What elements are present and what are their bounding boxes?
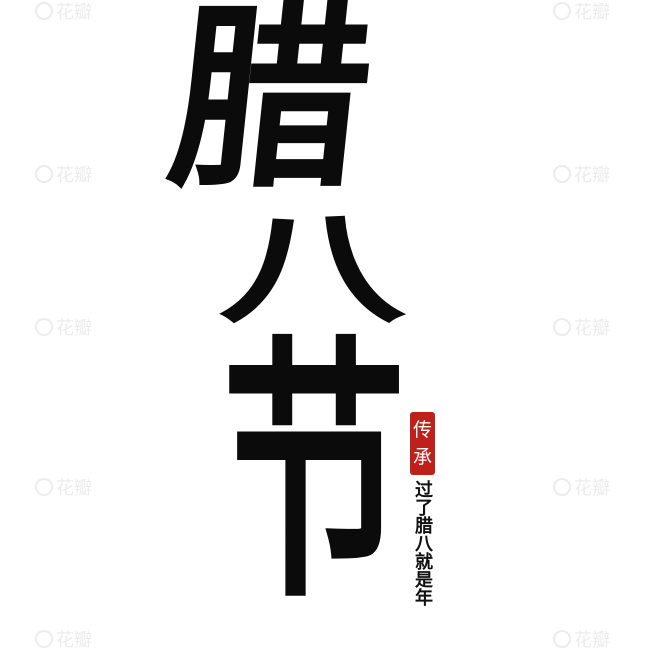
red-seal-stamp: 传 承 — [410, 412, 435, 475]
watermark-logo-icon — [35, 165, 53, 183]
watermark-logo-icon — [553, 165, 571, 183]
watermark-logo-icon — [35, 318, 53, 336]
watermark-text: 花瓣 — [574, 165, 610, 186]
watermark-text: 花瓣 — [56, 630, 92, 651]
watermark: 花瓣 — [35, 478, 92, 499]
watermark-logo-icon — [553, 2, 571, 20]
watermark-logo-icon — [553, 318, 571, 336]
calligraphy-char-la: 腊 — [159, 0, 382, 215]
watermark-text: 花瓣 — [574, 630, 610, 651]
watermark: 花瓣 — [553, 318, 610, 339]
seal-char: 承 — [412, 445, 432, 468]
watermark-logo-icon — [35, 2, 53, 20]
watermark-text: 花瓣 — [56, 318, 92, 339]
calligraphy-char-ba: 八 — [218, 196, 406, 341]
vertical-caption: 过了腊八就是年 — [412, 480, 433, 606]
watermark: 花瓣 — [35, 2, 92, 23]
watermark-text: 花瓣 — [56, 2, 92, 23]
calligraphy-char-jie: 节 — [222, 312, 407, 636]
watermark-text: 花瓣 — [56, 165, 92, 186]
watermark: 花瓣 — [553, 630, 610, 651]
watermark-text: 花瓣 — [574, 2, 610, 23]
watermark-text: 花瓣 — [574, 478, 610, 499]
watermark-text: 花瓣 — [56, 478, 92, 499]
watermark-logo-icon — [35, 478, 53, 496]
watermark-logo-icon — [553, 478, 571, 496]
watermark: 花瓣 — [35, 630, 92, 651]
watermark: 花瓣 — [553, 478, 610, 499]
watermark: 花瓣 — [553, 2, 610, 23]
watermark-logo-icon — [35, 630, 53, 648]
seal-char: 传 — [412, 418, 432, 441]
watermark: 花瓣 — [35, 318, 92, 339]
watermark: 花瓣 — [553, 165, 610, 186]
watermark-logo-icon — [553, 630, 571, 648]
watermark: 花瓣 — [35, 165, 92, 186]
watermark-text: 花瓣 — [574, 318, 610, 339]
